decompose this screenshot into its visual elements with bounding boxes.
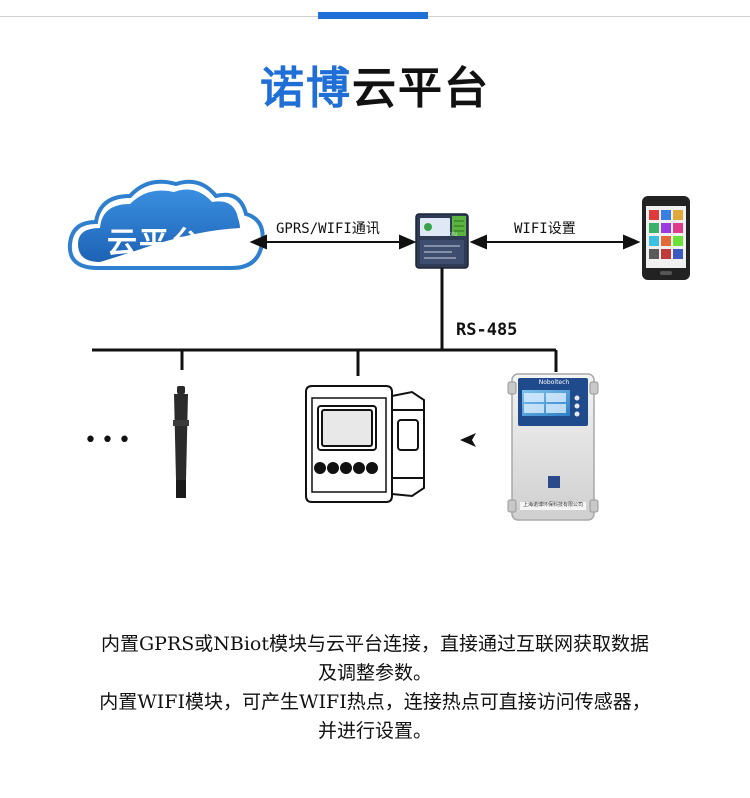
panel-meter-icon	[305, 385, 425, 503]
link-right-label: WIFI设置	[514, 221, 576, 237]
gateway-text: GPRS/WIFI DTU	[426, 232, 458, 237]
controller-box-icon	[507, 373, 599, 521]
cloud-icon	[67, 179, 265, 270]
controller-plate-text: 上海诺博环保科技有限公司	[522, 502, 583, 508]
rs485-bus	[92, 348, 558, 376]
smartphone-icon	[642, 196, 690, 280]
description-line-4: 并进行设置。	[317, 720, 432, 742]
network-diagram	[67, 179, 690, 521]
bus-label: RS-485	[456, 320, 518, 340]
title-accent: 诺博	[260, 63, 352, 114]
gateway-device-icon	[415, 213, 469, 269]
controller-top-text: Noboltech	[538, 379, 570, 386]
cloud-label: 云平台	[107, 226, 203, 261]
link-cloud-gateway	[249, 234, 417, 250]
header-accent-bar	[318, 12, 428, 19]
description: 内置GPRS或NBiot模块与云平台连接，直接通过互联网获取数据 及调整参数。 …	[0, 630, 750, 746]
ellipsis: •••	[84, 428, 135, 453]
arrow-left-icon	[460, 433, 476, 447]
description-line-1: 内置GPRS或NBiot模块与云平台连接，直接通过互联网获取数据	[100, 633, 650, 655]
description-line-3: 内置WIFI模块，可产生WIFI热点，连接热点可直接访问传感器，	[99, 691, 651, 713]
title-rest: 云平台	[352, 63, 490, 114]
description-line-2: 及调整参数。	[317, 662, 432, 684]
probe-sensor-icon	[173, 386, 189, 498]
link-left-label: GPRS/WIFI通讯	[276, 221, 380, 237]
page-title: 诺博云平台	[0, 52, 750, 116]
link-gateway-phone	[469, 234, 641, 250]
